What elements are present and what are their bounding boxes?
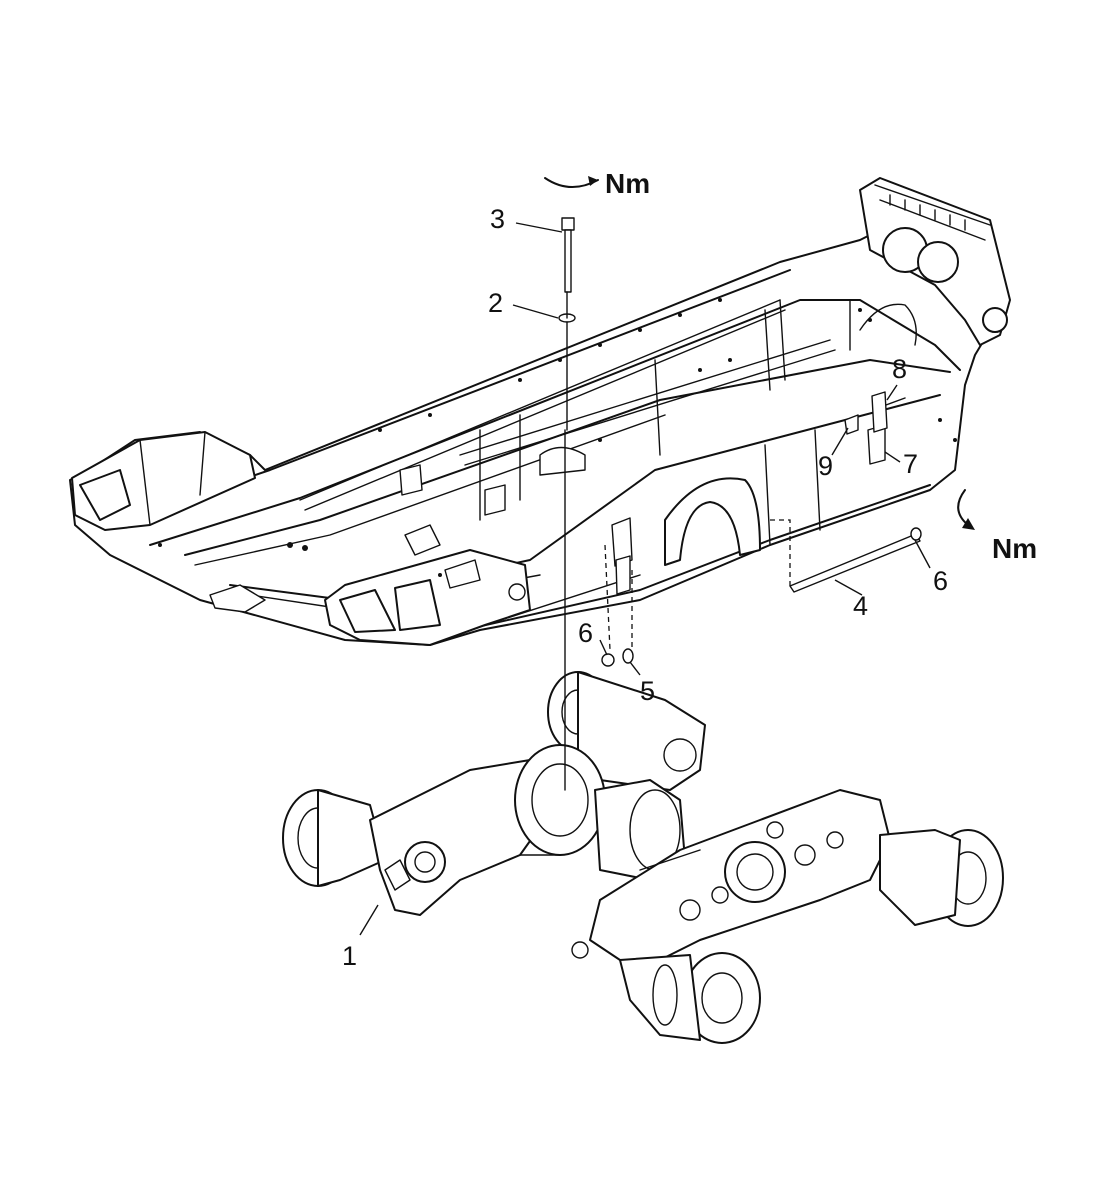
assembly-line-pin (770, 519, 791, 590)
callout-2: 2 (488, 288, 503, 318)
nut-6 (601, 653, 615, 667)
washer-5 (622, 648, 634, 664)
callout-8: 8 (892, 354, 907, 384)
pin-4 (789, 527, 922, 593)
callout-5: 5 (640, 676, 655, 706)
fitting-8 (885, 397, 906, 406)
callout-1: 1 (342, 941, 357, 971)
frame-holes (158, 298, 957, 577)
callout-6-nut: 6 (578, 618, 593, 648)
callout-6-pin: 6 (933, 566, 948, 596)
callout-3: 3 (490, 204, 505, 234)
torque-label-right: Nm (992, 533, 1037, 564)
torque-arrow-top-icon (544, 176, 599, 188)
bolt-axis (564, 291, 568, 791)
leader-lines (359, 222, 931, 936)
callout-4: 4 (853, 591, 868, 621)
bolt-3 (561, 217, 575, 293)
callout-7: 7 (903, 449, 918, 479)
fitting-9 (844, 414, 859, 435)
bogie-axle-assembly (282, 671, 1004, 1044)
torque-arrow-right-icon (957, 489, 975, 530)
main-frame (69, 177, 1011, 646)
torque-label-top: Nm (605, 168, 650, 199)
callout-9: 9 (818, 451, 833, 481)
fitting-7 (867, 391, 888, 465)
